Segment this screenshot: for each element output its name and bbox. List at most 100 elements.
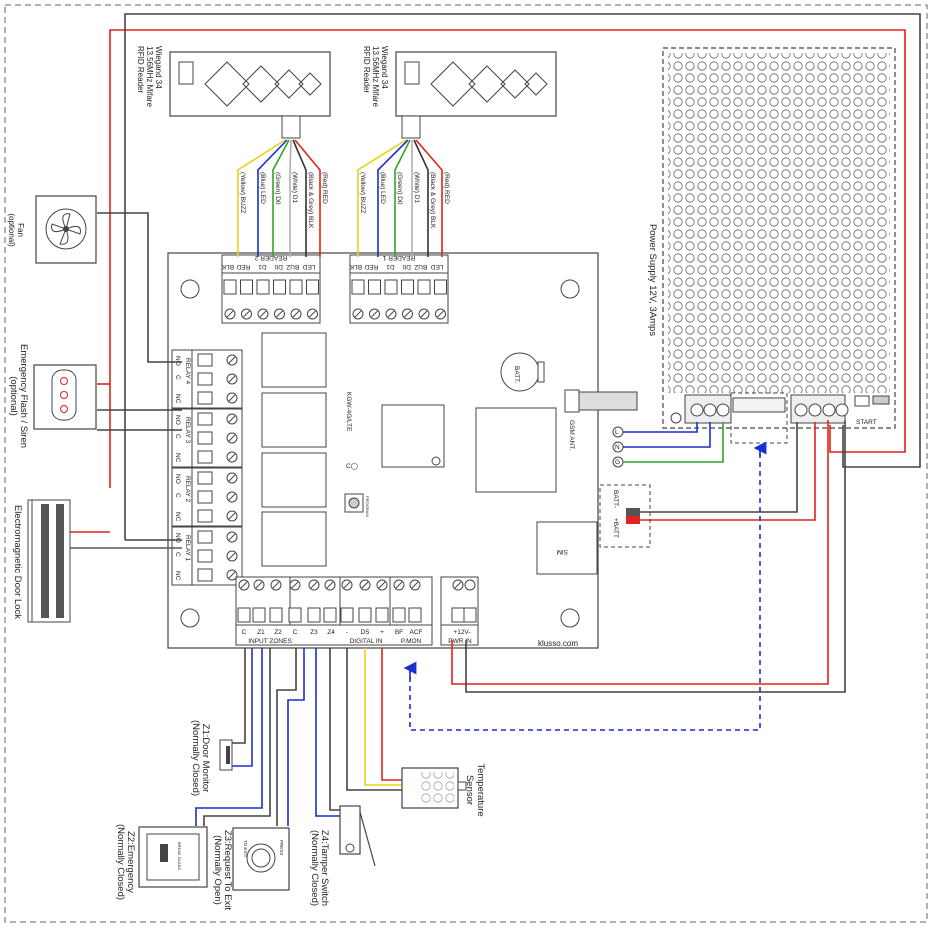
- relay-terminal-label: NO: [174, 356, 181, 366]
- gsm-ant-label: GSM ANT.: [568, 420, 575, 451]
- board-model: KGW-4G/LTE: [345, 392, 352, 432]
- reader-terminal-label: LED: [431, 263, 444, 270]
- relay-name: RELAY 1: [184, 535, 191, 562]
- relay-name: RELAY 2: [184, 476, 191, 503]
- maglock: Electromagnetic Door Lock: [12, 499, 71, 623]
- ps-g-label: G: [615, 459, 620, 466]
- maglock-label: Electromagnetic Door Lock: [12, 505, 23, 619]
- bottom-terminal-label: -: [346, 629, 348, 636]
- reader1-line1: Wiegand 34: [380, 46, 389, 89]
- reader2-wire-label: (Black & Grey) BLK: [307, 172, 314, 229]
- relay-name: RELAY 3: [184, 417, 191, 444]
- relay-terminal-label: C: [174, 552, 181, 557]
- bottom-terminal-label: Z3: [310, 629, 318, 636]
- reader1-line3: RFID Reader: [362, 46, 371, 93]
- power-supply-label: Power Supply 12V, 3Amps: [647, 224, 658, 336]
- reader-terminal-label: BLK: [221, 263, 234, 270]
- bottom-terminal-label: +12V-: [453, 629, 470, 636]
- request-to-exit: PRESS TO EXIT Z3:Request To Exit (Normal…: [212, 827, 290, 910]
- relay-terminal-label: C: [174, 493, 181, 498]
- reader-terminal-label: RED: [364, 263, 378, 270]
- reader-terminal-label: BUZ: [286, 263, 299, 270]
- bottom-terminal-label: ACF: [410, 629, 423, 636]
- z2-line2: (Normally Closed): [115, 824, 126, 900]
- reader1-wire-label: (Black & Grey) BLK: [429, 172, 436, 229]
- terminal-group-label: INPUT ZONES: [248, 638, 292, 645]
- reader-terminal-label: D1: [386, 263, 395, 270]
- relay-terminal-label: NO: [174, 533, 181, 543]
- bottom-terminal-label: BF: [395, 629, 403, 636]
- ps-l-label: L: [615, 429, 619, 436]
- bottom-terminal-label: Z4: [327, 629, 335, 636]
- website-label: klusso.com: [538, 639, 578, 648]
- tamper-switch: Z4:Tamper Switch (Normally Closed): [309, 805, 376, 906]
- terminal-group-label: P.MON: [401, 638, 422, 645]
- reader1-line2: 13.56MHz Mifare: [371, 46, 380, 107]
- reader-terminal-label: D0: [274, 263, 283, 270]
- z1-line2: (Normally Closed): [190, 720, 201, 796]
- fan: Fan (optional): [7, 195, 97, 264]
- siren-sub: (optional): [8, 376, 19, 416]
- reader1-wire-label: (Blue) LED: [379, 172, 386, 204]
- batt-plus-label: +BATT: [612, 518, 619, 538]
- reader2-line2: 13.56MHz Mifare: [145, 46, 154, 107]
- reader-1: Wiegand 34 13.56MHz Mifare RFID Reader: [362, 46, 557, 139]
- emergency-button: BREAK GLASS Z2:Emergency (Normally Close…: [115, 824, 208, 900]
- bottom-terminal-label: Z1: [257, 629, 265, 636]
- reader1-wire-label: (Green) D0: [396, 172, 403, 205]
- ps-n-label: N: [615, 444, 620, 451]
- reader-terminal-label: D1: [258, 263, 267, 270]
- z4-line1: Z4:Tamper Switch: [319, 830, 330, 906]
- reader2-line3: RFID Reader: [136, 46, 145, 93]
- reader-terminal-label: BLK: [349, 263, 362, 270]
- reader1-wire-label: (Red) RED: [443, 172, 450, 204]
- reader-2: Wiegand 34 13.56MHz Mifare RFID Reader: [136, 46, 331, 139]
- reader1-block-label: READER 1: [382, 254, 415, 261]
- rte-top: PRESS: [279, 840, 284, 855]
- siren-title: Emergency Flash / Siren: [18, 344, 29, 448]
- reader-terminal-label: BUZ: [414, 263, 427, 270]
- rte-bottom: TO EXIT: [243, 840, 248, 858]
- relay-terminal-label: NO: [174, 474, 181, 484]
- reader2-wire-label: (Yellow) BUZZ: [239, 172, 246, 214]
- reader1-wire-label: (Yellow) BUZZ: [359, 172, 366, 214]
- temp-line2: Sensor: [464, 775, 475, 805]
- reader2-wire-label: (Red) RED: [321, 172, 328, 204]
- battery-label: BATT.: [513, 366, 520, 383]
- ps-start-label: START: [856, 419, 877, 426]
- sim-label: SIM: [556, 548, 568, 555]
- bottom-terminal-label: C: [293, 629, 298, 636]
- reader1-wire-label: (White) D1: [413, 172, 420, 203]
- temperature-sensor: Temperature Sensor: [401, 763, 486, 817]
- relay-terminal-label: NC: [174, 571, 181, 581]
- relay-terminal-label: NC: [174, 512, 181, 522]
- relay-terminal-label: C: [174, 375, 181, 380]
- reader-terminal-label: LED: [303, 263, 316, 270]
- bottom-terminal-label: C: [242, 629, 247, 636]
- reader2-wire-label: (White) D1: [291, 172, 298, 203]
- fan-sub: (optional): [7, 213, 16, 247]
- wires: [70, 13, 921, 826]
- fan-title: Fan: [16, 223, 25, 237]
- siren: Emergency Flash / Siren (optional): [8, 344, 97, 448]
- program-label: PROGRAM: [365, 496, 370, 517]
- relay-terminal-label: NC: [174, 394, 181, 404]
- z3-line1: Z3:Request To Exit: [222, 830, 233, 910]
- terminal-group-label: DIGITAL IN: [350, 638, 383, 645]
- temp-line1: Temperature: [475, 763, 486, 816]
- battery-connector: BATT- +BATT: [599, 484, 651, 548]
- svg-text:C◯: C◯: [346, 462, 359, 470]
- terminal-group-label: PWR IN: [448, 638, 472, 645]
- door-monitor: Z1:Door Monitor (Normally Closed): [190, 720, 233, 796]
- bottom-terminal-label: +: [380, 629, 384, 636]
- reader2-wire-label: (Blue) LED: [259, 172, 266, 204]
- reader-wire-labels: (Yellow) BUZZ (Blue) LED (Green) D0 (White)…: [239, 172, 450, 229]
- z3-line2: (Normally Open): [212, 835, 223, 905]
- batt-minus-label: BATT-: [612, 490, 619, 508]
- mains-connector: L N G: [612, 426, 624, 468]
- bottom-terminal-label: DS: [360, 629, 370, 636]
